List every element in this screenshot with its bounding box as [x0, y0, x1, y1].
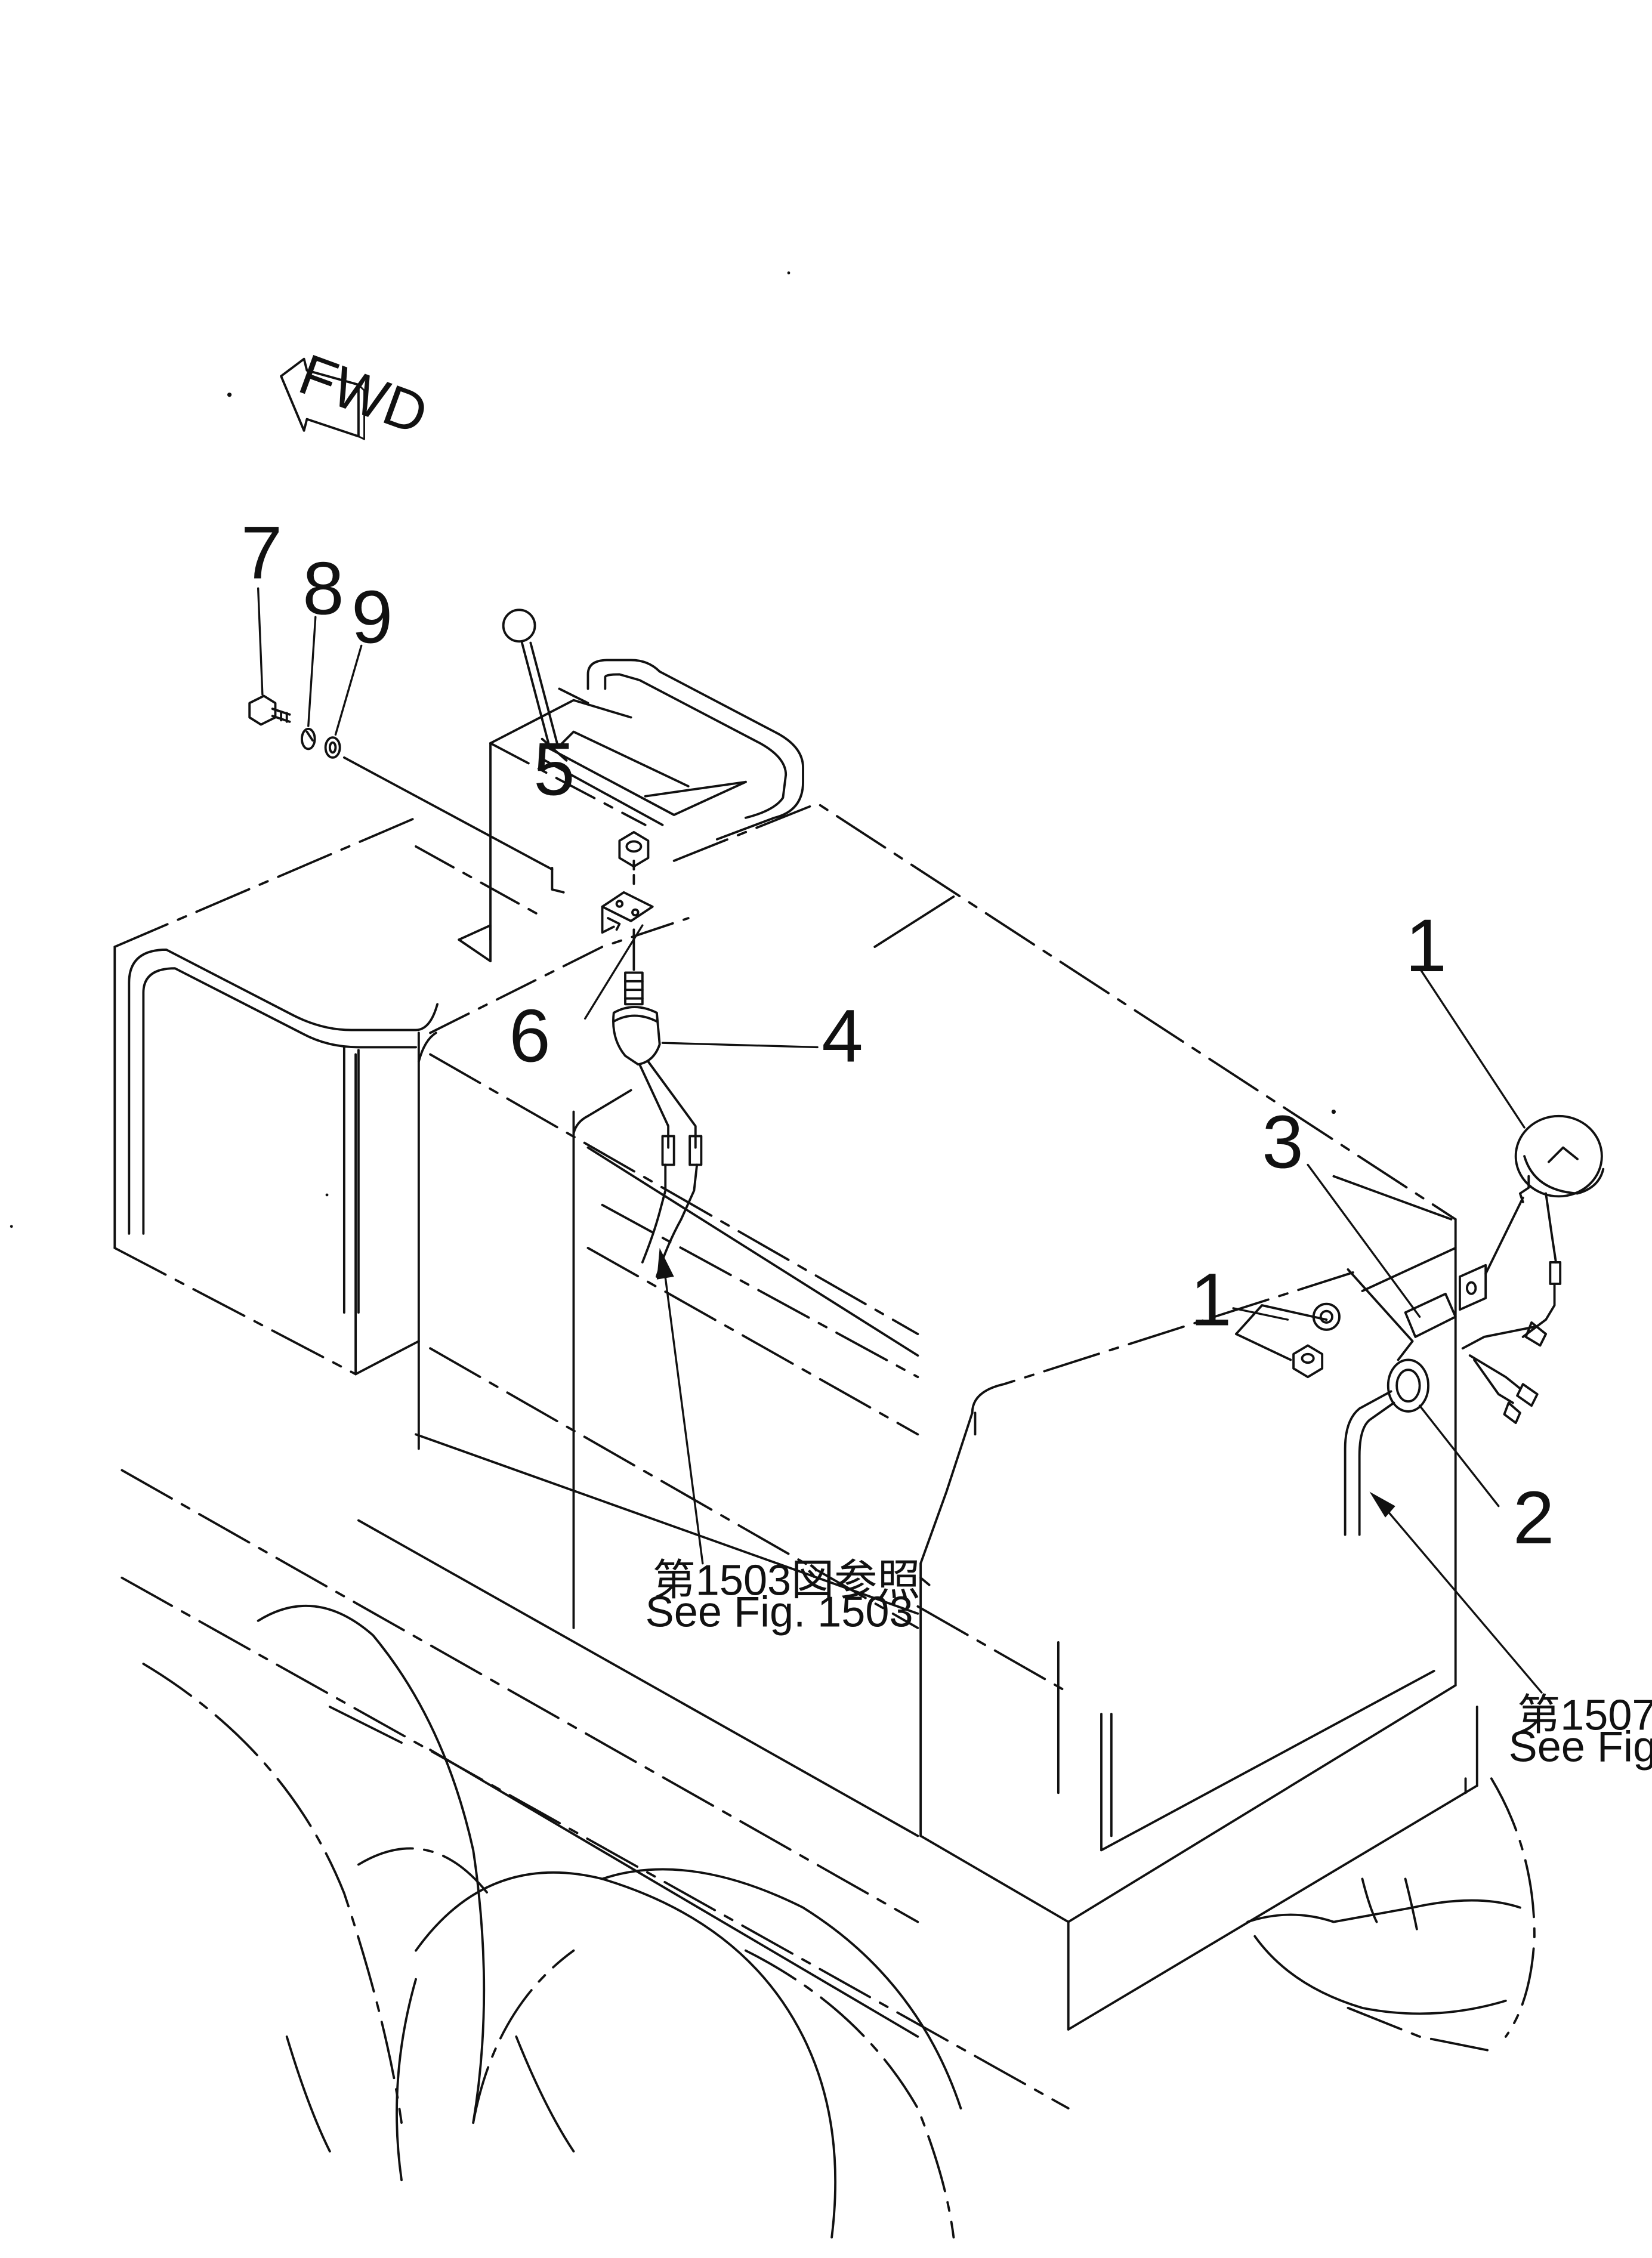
- callout-3: 3: [1262, 1101, 1304, 1184]
- front-wheel: [1246, 1777, 1536, 2052]
- lamp-wiring: [1461, 1321, 1548, 1425]
- left-handrail: [128, 949, 439, 1314]
- washer-part-9: [324, 736, 341, 759]
- lever-console: [415, 699, 747, 963]
- reference-1507-english: See Fig. 1507: [1509, 1723, 1652, 1771]
- rear-handrail: [558, 659, 804, 841]
- hardware-part-1: [1235, 1302, 1341, 1379]
- callout-1-hardware: 1: [1190, 1259, 1232, 1342]
- reference-1503-english: See Fig. 1503: [646, 1588, 913, 1636]
- callout-6: 6: [509, 994, 551, 1077]
- reference-1503-japanese: 第1503図参照: [653, 1557, 921, 1605]
- reference-1507-japanese: 第1507図参照: [1517, 1692, 1652, 1740]
- lamp-part-1: [1514, 1114, 1605, 1338]
- callout-5: 5: [533, 728, 575, 811]
- switch-part-4: [612, 971, 703, 1278]
- leader-arrowheads: [656, 1247, 1395, 1518]
- callout-1-lamp: 1: [1406, 904, 1447, 987]
- mounting-tab: [551, 867, 565, 894]
- fwd-arrow: [280, 357, 365, 440]
- callout-4: 4: [822, 994, 863, 1077]
- chassis-frame: [121, 1469, 1070, 2110]
- engine-hood: [415, 802, 1457, 1629]
- front-hood: [916, 1246, 1478, 2031]
- bracket-part-6: [601, 891, 654, 934]
- stray-marks: [10, 271, 1336, 1228]
- gear-lever: [502, 608, 568, 762]
- left-fender: [113, 816, 420, 1376]
- bolt-part-7: [248, 694, 291, 726]
- callout-7: 7: [241, 511, 283, 594]
- callout-9: 9: [351, 576, 393, 659]
- grommet-part-2: [1344, 1358, 1429, 1536]
- lamp-bracket: [1458, 1196, 1524, 1311]
- nut-part-5: [618, 830, 650, 868]
- bolt-assembly-leader: [342, 756, 554, 871]
- callout-8: 8: [302, 547, 344, 630]
- callout-leaders: [257, 587, 1543, 1694]
- cover-part-3: [1347, 1268, 1457, 1361]
- callout-2: 2: [1513, 1476, 1555, 1559]
- rear-wheels: [142, 1604, 962, 2239]
- lock-washer-part-8: [301, 727, 316, 750]
